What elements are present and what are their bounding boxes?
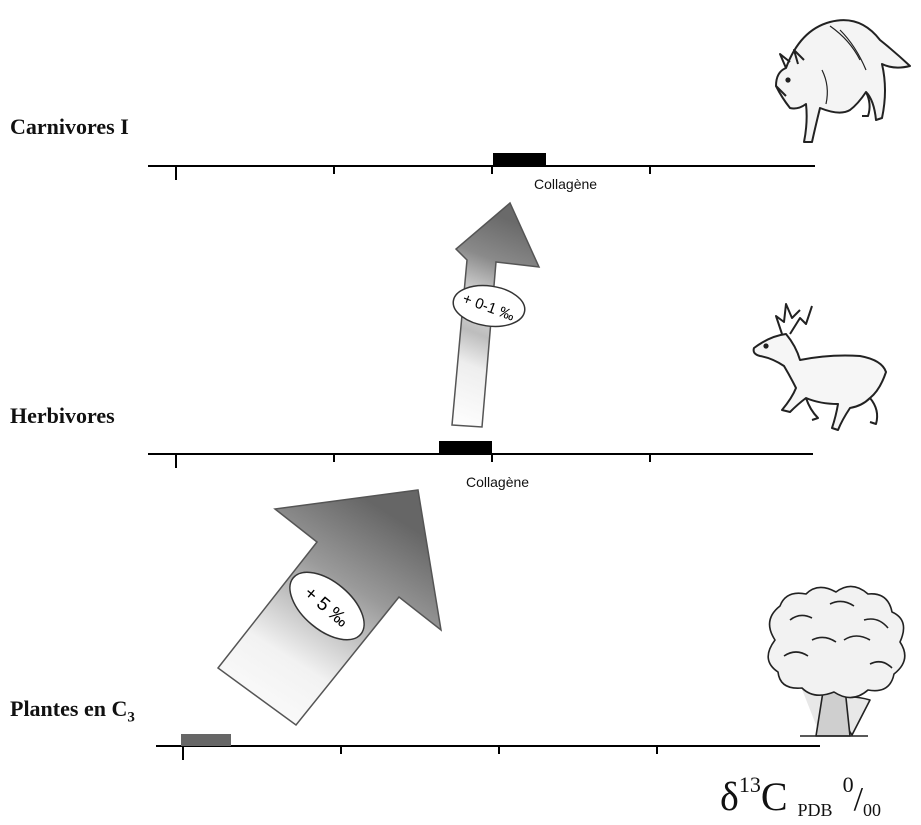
axis-element: C	[760, 774, 788, 819]
herbivores-collagen-marker	[439, 441, 492, 453]
shift-arrow-plants-herbivores: + 5 ‰	[216, 489, 443, 727]
carnivores-collagen-label: Collagène	[534, 176, 598, 192]
plants-marker	[181, 734, 231, 746]
carnivores-axis	[148, 165, 815, 180]
axis-mass-number: 13	[738, 772, 761, 797]
wolf-icon	[775, 19, 911, 143]
herbivores-label: Herbivores	[10, 403, 115, 428]
shift-arrow-herbivores-carnivores: + 0-1 ‰	[451, 201, 541, 428]
axis-title: δ13C PDB 0/00	[720, 772, 881, 821]
axis-unit-slash: /	[853, 781, 864, 818]
axis-standard: PDB	[797, 800, 833, 820]
axis-unit-denominator: 00	[863, 800, 882, 820]
herbivores-axis	[148, 453, 813, 468]
carnivores-label: Carnivores I	[10, 114, 129, 139]
plants-label-subscript: 3	[127, 709, 135, 726]
plants-label-main: Plantes en C	[10, 696, 128, 721]
deer-icon	[752, 303, 887, 431]
tree-icon	[767, 585, 906, 737]
plants-label: Plantes en C3	[10, 696, 135, 726]
carnivores-collagen-marker	[493, 153, 546, 165]
plants-axis	[156, 745, 820, 760]
herbivores-collagen-label: Collagène	[466, 474, 530, 490]
axis-unit-numerator: 0	[842, 772, 854, 797]
axis-delta: δ	[720, 774, 739, 819]
